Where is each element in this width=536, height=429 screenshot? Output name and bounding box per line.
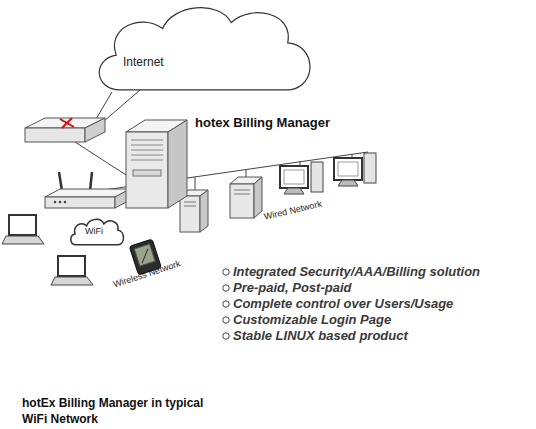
- laptop: [2, 215, 44, 244]
- laptop: [51, 256, 93, 285]
- figure-caption: hotEx Billing Manager in typical WiFi Ne…: [22, 395, 207, 427]
- bullet-circle: [223, 301, 229, 307]
- wire: [96, 92, 112, 119]
- wifi-cloud: WiFi: [68, 217, 126, 247]
- feature-item: Integrated Security/AAA/Billing solution: [233, 264, 480, 279]
- bullet-circle: [223, 317, 229, 323]
- node-text: WiFi: [85, 226, 103, 236]
- firewall-device: [25, 118, 105, 142]
- wire: [104, 90, 140, 121]
- bullet-circle: [223, 333, 229, 339]
- cloud-outline: [88, 0, 320, 97]
- feature-item: Stable LINUX based product: [233, 328, 408, 343]
- feature-item: Pre-paid, Post-paid: [233, 280, 351, 295]
- server-tower: [125, 118, 189, 210]
- billing-server: hotex Billing Manager: [125, 112, 340, 207]
- network-label: Wired Network: [263, 199, 323, 222]
- wireless-access-point: [45, 172, 130, 208]
- desktop-tower: [230, 177, 262, 218]
- workstation: [334, 153, 376, 186]
- feature-item: Complete control over Users/Usage: [233, 296, 453, 311]
- workstation: [280, 162, 323, 194]
- bullet-circle: [223, 285, 229, 291]
- feature-item: Customizable Login Page: [233, 312, 391, 327]
- node-text: Internet: [123, 55, 164, 69]
- bullet-circle: [223, 269, 229, 275]
- node-text: hotex Billing Manager: [195, 115, 330, 130]
- internet-cloud: Internet: [88, 0, 320, 97]
